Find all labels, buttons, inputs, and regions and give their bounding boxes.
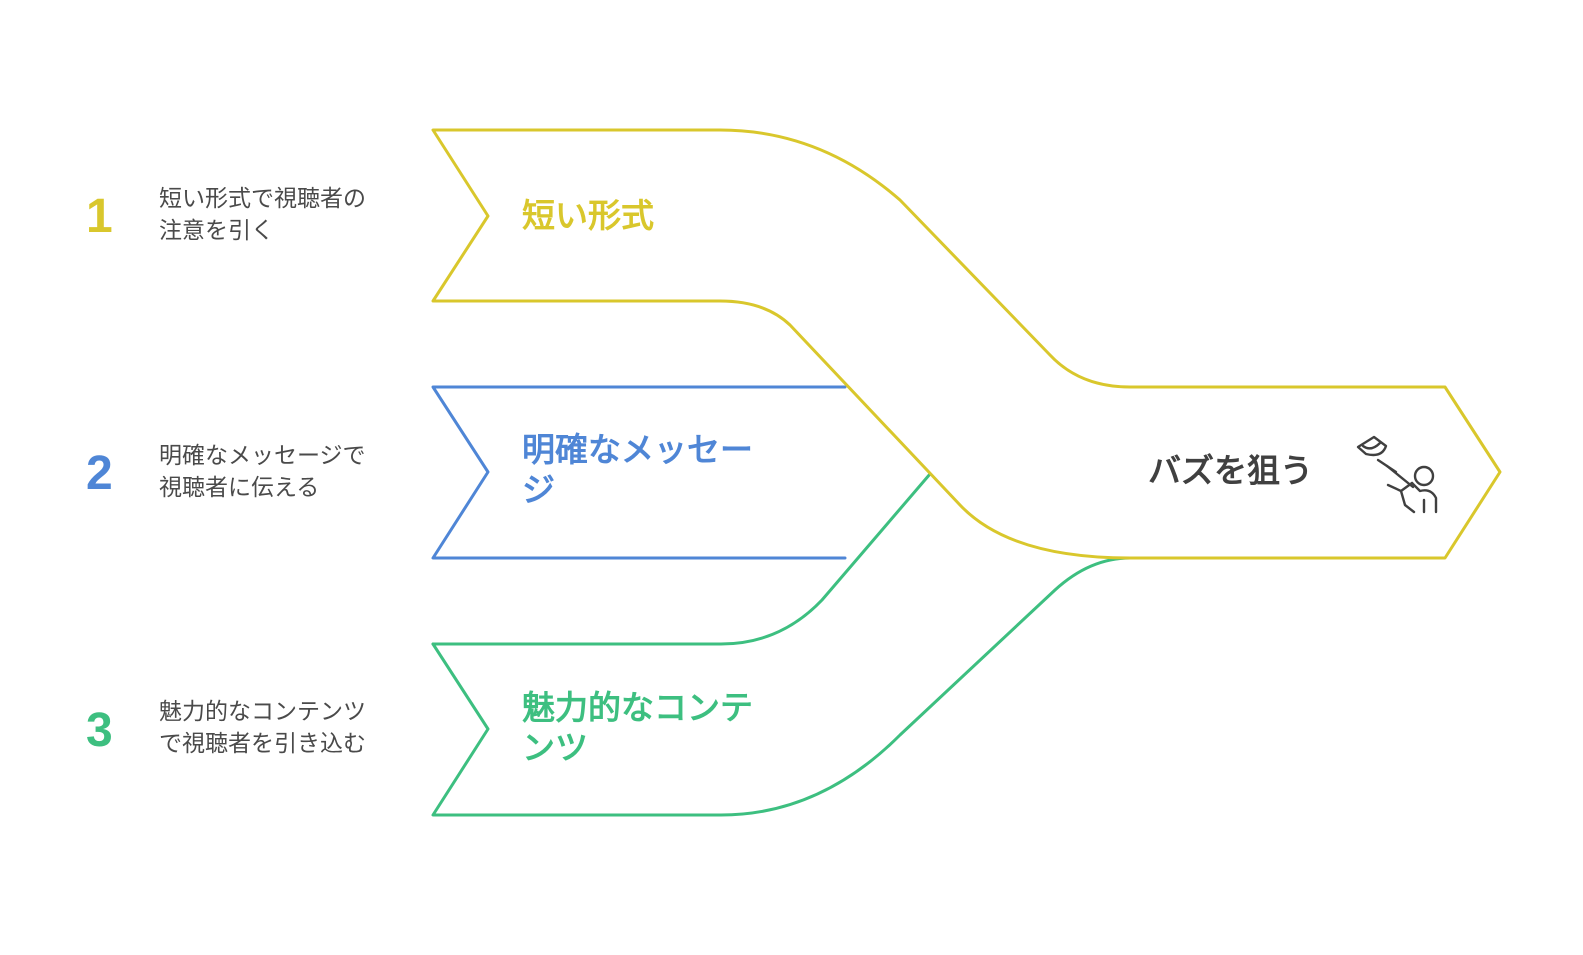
archer-aiming-icon xyxy=(1356,435,1438,514)
flow-arrow-3 xyxy=(431,472,932,646)
flow-arrow-2 xyxy=(431,385,847,560)
step-description-3-line-2: で視聴者を引き込む xyxy=(159,731,366,757)
step-description-2: 明確なメッセージで 視聴者に伝える xyxy=(159,440,409,504)
step-label-3-line-1: 魅力的なコンテ xyxy=(522,688,753,727)
step-description-2-line-2: 視聴者に伝える xyxy=(159,475,320,501)
step-description-1-line-1: 短い形式で視聴者の xyxy=(159,186,366,212)
flow-arrow-3-lower xyxy=(431,556,1132,817)
step-number-2: 2 xyxy=(86,447,113,500)
goal-label: バズを狙う xyxy=(1148,451,1313,490)
step-label-1-line-1: 短い形式 xyxy=(522,196,654,235)
step-description-1: 短い形式で視聴者の 注意を引く xyxy=(159,183,409,247)
step-label-2: 明確なメッセー ジ xyxy=(522,430,753,510)
step-description-3-line-1: 魅力的なコンテンツ xyxy=(159,699,366,725)
step-description-2-line-1: 明確なメッセージで xyxy=(159,443,366,469)
step-label-1: 短い形式 xyxy=(522,196,654,236)
step-label-3: 魅力的なコンテ ンツ xyxy=(522,688,753,768)
step-label-2-line-2: ジ xyxy=(522,470,555,509)
step-label-2-line-1: 明確なメッセー xyxy=(522,430,753,469)
step-description-3: 魅力的なコンテンツ で視聴者を引き込む xyxy=(159,696,409,760)
step-number-3: 3 xyxy=(86,704,113,757)
step-description-1-line-2: 注意を引く xyxy=(159,218,274,244)
step-number-1: 1 xyxy=(86,190,113,243)
step-label-3-line-2: ンツ xyxy=(522,728,588,767)
flow-arrow-1 xyxy=(431,128,1502,560)
